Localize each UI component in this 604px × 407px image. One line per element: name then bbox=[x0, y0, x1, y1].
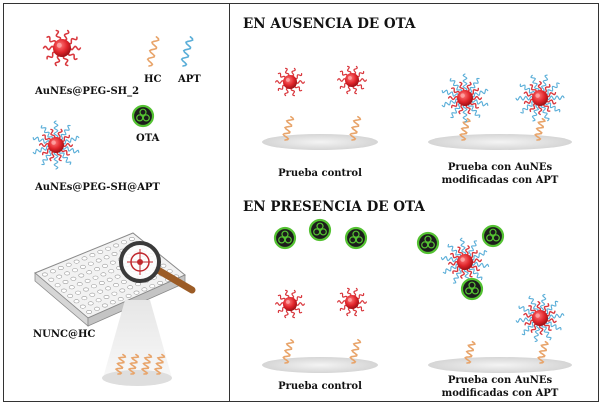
apt-label: APT bbox=[178, 74, 201, 85]
peg-apt-nanoparticle-label: AuNEs@PEG-SH@APT bbox=[35, 182, 160, 193]
figure-frame bbox=[3, 3, 599, 402]
ota-molecule bbox=[344, 226, 368, 250]
hc-strand bbox=[153, 353, 166, 375]
presence-nanoparticles bbox=[275, 237, 565, 343]
ota-molecule bbox=[308, 218, 332, 242]
gold-nanostar bbox=[337, 65, 367, 95]
hc-strand bbox=[534, 117, 546, 141]
panel-divider bbox=[229, 3, 230, 402]
gold-nanostar bbox=[275, 289, 305, 319]
gold-nanostar bbox=[32, 120, 80, 170]
hc-strand bbox=[114, 353, 127, 375]
hc-strand bbox=[140, 353, 153, 375]
absence-title: EN AUSENCIA DE OTA bbox=[243, 16, 416, 32]
hc-strand bbox=[349, 338, 362, 364]
presence-modified-label-line2: modificadas con APT bbox=[441, 388, 559, 399]
presence-plate-control bbox=[262, 357, 378, 373]
hc-strand-icon bbox=[146, 36, 160, 67]
hc-strand bbox=[349, 115, 362, 141]
presence-plate-modified bbox=[428, 357, 572, 373]
gold-nanostar bbox=[441, 73, 489, 123]
presence-hc-strands bbox=[282, 338, 549, 364]
presence-title: EN PRESENCIA DE OTA bbox=[243, 199, 425, 215]
ota-biohazard-icon bbox=[131, 104, 155, 128]
gold-nanostar bbox=[440, 237, 490, 287]
apt-strand bbox=[180, 36, 194, 67]
ota-molecule bbox=[273, 226, 297, 250]
presence-ota-molecules bbox=[273, 218, 505, 301]
absence-plate-modified bbox=[428, 134, 572, 150]
hc-strand bbox=[464, 340, 476, 364]
hc-strand bbox=[127, 353, 140, 375]
gold-nanostar bbox=[337, 287, 367, 317]
ota-molecule bbox=[460, 277, 484, 301]
gold-nanostar bbox=[515, 293, 565, 343]
gold-nanostar bbox=[42, 29, 82, 67]
hc-strands-in-well bbox=[114, 353, 166, 375]
hc-strand bbox=[537, 340, 549, 364]
peg-apt-nanoparticle-icon bbox=[32, 120, 80, 170]
absence-modified-label-line1: Prueba con AuNEs bbox=[447, 162, 553, 173]
microplate-icon bbox=[34, 232, 186, 327]
absence-modified-label-line2: modificadas con APT bbox=[441, 175, 559, 186]
magnifier-icon bbox=[119, 241, 196, 294]
hc-strand bbox=[282, 115, 295, 141]
absence-control-label: Prueba control bbox=[278, 168, 362, 179]
absence-nanoparticles bbox=[275, 65, 565, 123]
hc-strand bbox=[146, 36, 160, 67]
absence-plate-control bbox=[262, 134, 378, 150]
ota-molecule bbox=[481, 224, 505, 248]
presence-control-label: Prueba control bbox=[278, 381, 362, 392]
ota-molecule bbox=[416, 231, 440, 255]
ota-label: OTA bbox=[136, 133, 160, 144]
peg-nanoparticle-icon bbox=[42, 29, 82, 67]
hc-strand bbox=[282, 338, 295, 364]
hc-label: HC bbox=[144, 74, 162, 85]
gold-nanostar bbox=[515, 74, 565, 122]
ota-molecule bbox=[131, 104, 155, 128]
nunc-hc-label: NUNC@HC bbox=[33, 329, 96, 340]
gold-nanostar bbox=[275, 67, 305, 97]
peg-nanoparticle-label: AuNEs@PEG-SH_2 bbox=[35, 86, 140, 97]
apt-strand-icon bbox=[180, 36, 194, 67]
presence-modified-label-line1: Prueba con AuNEs bbox=[447, 375, 553, 386]
